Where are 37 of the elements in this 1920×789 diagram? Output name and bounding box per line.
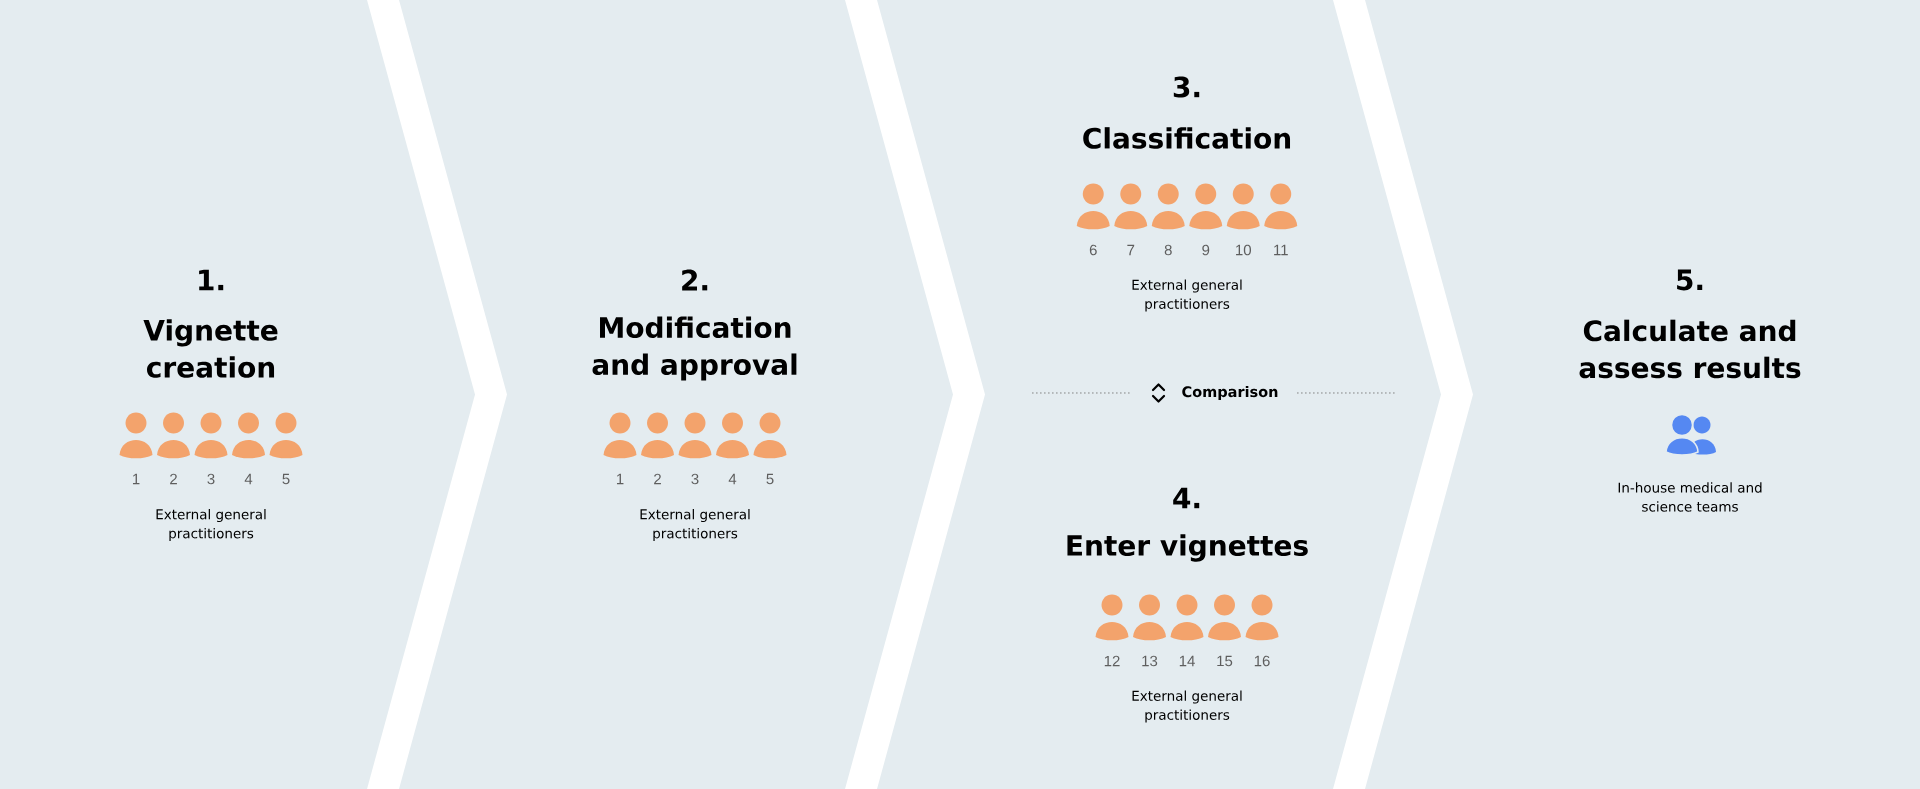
person-number: 14: [1179, 655, 1195, 667]
step-title: Vignette creation: [143, 319, 278, 378]
step-number: 5.: [1677, 269, 1703, 291]
person-number: 3: [691, 473, 699, 485]
group-label: External general practitioners: [1132, 690, 1242, 723]
person-number: 10: [1236, 244, 1251, 256]
step-title: Classification: [1083, 127, 1290, 149]
step-number: 1.: [199, 269, 224, 291]
person-number: 7: [1127, 244, 1135, 256]
step-title: Calculate and assess results: [1579, 319, 1801, 379]
group-label: External general practitioners: [1132, 279, 1242, 312]
group-label: In-house medical and science teams: [1618, 482, 1762, 512]
group-label: External general practitioners: [640, 508, 750, 542]
person-number: 1: [133, 473, 140, 485]
group-label: External general practitioners: [156, 508, 266, 542]
person-number: 1: [617, 473, 624, 485]
person-number: 3: [207, 473, 215, 485]
person-number: 16: [1254, 655, 1270, 667]
person-number: 2: [170, 473, 177, 485]
person-number: 4: [244, 473, 253, 485]
person-number: 12: [1104, 655, 1120, 667]
person-number: 9: [1202, 244, 1210, 256]
person-number: 5: [282, 473, 290, 485]
step-number: 2.: [682, 269, 708, 291]
person-number: 13: [1142, 655, 1158, 667]
person-number: 4: [728, 473, 737, 485]
person-number: 5: [766, 473, 774, 485]
step-number: 3.: [1173, 76, 1200, 98]
person-number: 11: [1274, 244, 1288, 256]
comparison-label: Comparison: [1182, 385, 1278, 400]
person-number: 2: [654, 473, 661, 485]
person-number: 6: [1089, 244, 1097, 256]
person-number: 15: [1217, 655, 1233, 667]
person-number: 8: [1164, 244, 1172, 256]
step-title: Modification and approval: [592, 316, 797, 381]
step-title: Enter vignettes: [1067, 534, 1308, 562]
step-number: 4.: [1173, 487, 1200, 509]
